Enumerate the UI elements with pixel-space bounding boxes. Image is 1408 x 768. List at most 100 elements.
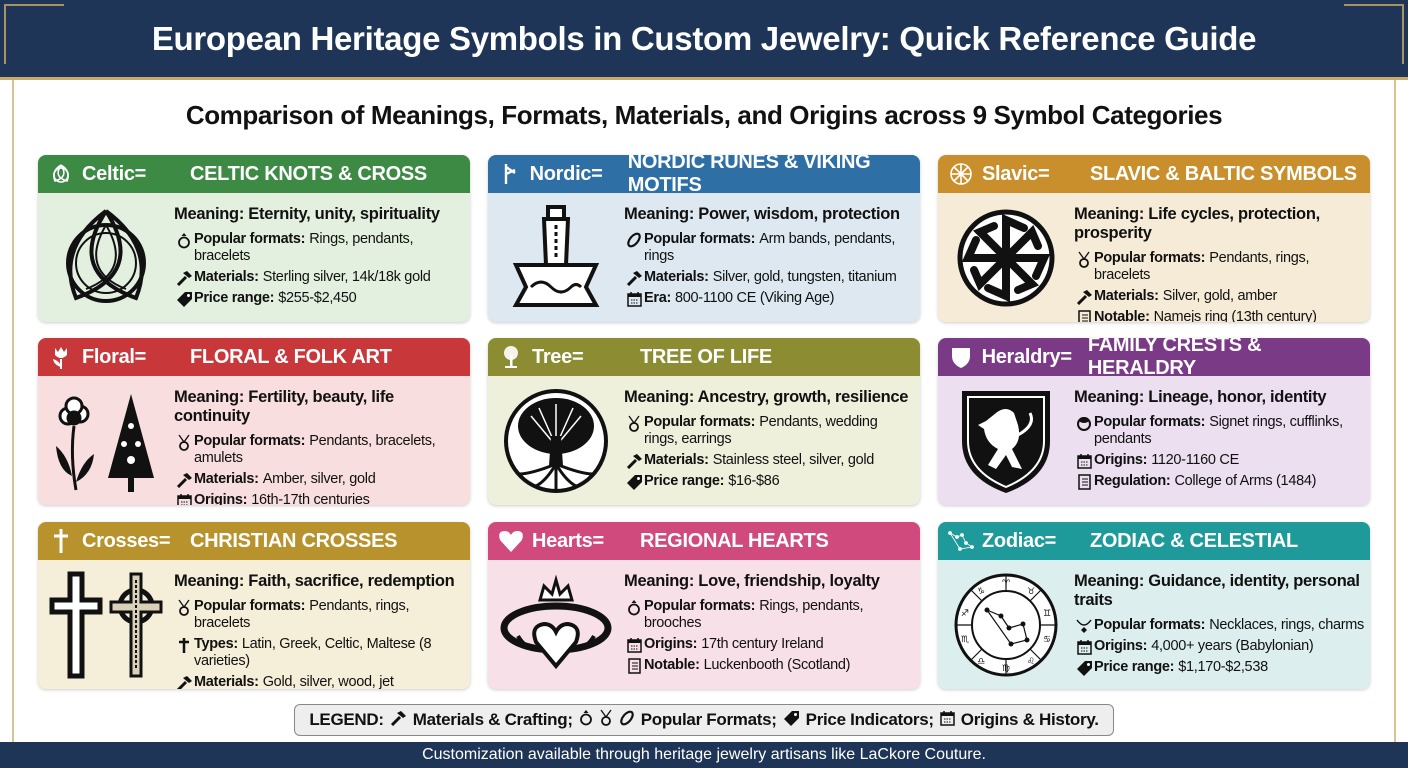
shield-icon: [948, 344, 974, 370]
card-body: Meaning: Fertility, beauty, life continu…: [38, 376, 470, 505]
card-meaning: Meaning: Fertility, beauty, life continu…: [174, 388, 394, 425]
pendant-icon: [599, 709, 613, 731]
card-detail-row: Era:800-1100 CE (Viking Age): [624, 290, 914, 307]
hammer-icon: [174, 269, 194, 286]
card-meaning: Meaning: Eternity, unity, spirituality: [174, 205, 440, 223]
detail-label: Materials:: [194, 269, 259, 285]
card-detail-row: Materials:Stainless steel, silver, gold: [624, 452, 914, 469]
card-header: Nordic= NORDIC RUNES & VIKING MOTIFS: [488, 155, 920, 196]
detail-label: Materials:: [644, 269, 709, 285]
card-detail-row: Price range:$255-$2,450: [174, 290, 464, 307]
heart-icon: [498, 528, 524, 554]
detail-label: Materials:: [1094, 288, 1159, 304]
svg-text:♉: ♉: [1027, 587, 1035, 597]
card-header: Celtic= CELTIC KNOTS & CROSS: [38, 155, 470, 193]
pendant-icon: [624, 414, 644, 448]
card-detail-row: Popular formats:Rings, pendants, bracele…: [174, 231, 464, 265]
detail-label: Era:: [644, 290, 672, 306]
detail-label: Popular formats:: [644, 231, 756, 247]
detail-label: Types:: [194, 636, 238, 652]
ring-icon: [579, 709, 593, 731]
card-detail-row: Popular formats:Pendants, wedding rings,…: [624, 414, 914, 448]
card-detail-row: Materials:Sterling silver, 14k/18k gold: [174, 269, 464, 286]
card-title: FLORAL & FOLK ART: [190, 345, 392, 368]
card-title: CELTIC KNOTS & CROSS: [190, 162, 427, 185]
card-meaning: Meaning: Guidance, identity, personal tr…: [1074, 572, 1360, 609]
tree-of-life-illustration: [496, 386, 616, 496]
kolovrat-illustration: [946, 203, 1066, 313]
detail-label: Popular formats:: [194, 231, 306, 247]
card-title: FAMILY CRESTS & HERALDRY: [1087, 338, 1262, 379]
detail-value: Signet rings, cufflinks, pendants: [1094, 414, 1343, 447]
signet-icon: [1074, 414, 1094, 448]
pendant-icon: [174, 433, 194, 467]
card-meaning: Meaning: Life cycles, protection, prospe…: [1074, 205, 1320, 242]
calendar-icon: [1074, 638, 1094, 655]
card-detail-row: Popular formats:Pendants, bracelets, amu…: [174, 433, 464, 467]
card-detail-row: Materials:Amber, silver, gold: [174, 471, 464, 488]
detail-label: Popular formats:: [1094, 414, 1206, 430]
card-tag: Zodiac=: [982, 529, 1057, 552]
detail-value: Rings, pendants, brooches: [644, 598, 864, 631]
svg-text:♏: ♏: [961, 635, 969, 645]
hammer-icon: [390, 710, 407, 731]
card-header: Heraldry= FAMILY CRESTS & HERALDRY: [938, 338, 1370, 379]
triquetra-icon: [48, 161, 74, 187]
footer-note: Customization available through heritage…: [0, 742, 1408, 768]
detail-label: Origins:: [1094, 638, 1148, 654]
legend: LEGEND: Materials & Crafting; Popular Fo…: [294, 704, 1114, 736]
detail-label: Origins:: [1094, 452, 1148, 468]
detail-value: Rings, pendants, bracelets: [194, 231, 414, 264]
card-meaning: Meaning: Ancestry, growth, resilience: [624, 388, 909, 406]
card-header: Hearts= REGIONAL HEARTS: [488, 522, 920, 560]
detail-value: College of Arms (1484): [1174, 473, 1317, 489]
card-detail-row: Regulation:College of Arms (1484): [1074, 473, 1364, 490]
card-header: Tree= TREE OF LIFE: [488, 338, 920, 376]
card-detail-row: Popular formats:Rings, pendants, brooche…: [624, 598, 914, 632]
cuff-icon: [624, 231, 644, 265]
title-banner: European Heritage Symbols in Custom Jewe…: [0, 0, 1408, 80]
card-detail-row: Origins:17th century Ireland: [624, 636, 914, 653]
card-title: NORDIC RUNES & VIKING MOTIFS: [627, 155, 871, 196]
detail-value: Necklaces, rings, charms: [1209, 617, 1364, 633]
cross-icon: [174, 636, 194, 670]
card-header: Crosses= CHRISTIAN CROSSES: [38, 522, 470, 560]
calendar-icon: [624, 290, 644, 307]
card-detail-row: Types:Latin, Greek, Celtic, Maltese (8 v…: [174, 636, 464, 670]
svg-text:♐: ♐: [961, 609, 969, 619]
card-detail-row: Popular formats:Signet rings, cufflinks,…: [1074, 414, 1364, 448]
svg-text:♑: ♑: [977, 587, 985, 597]
card-title: SLAVIC & BALTIC SYMBOLS: [1090, 162, 1357, 185]
svg-text:♋: ♋: [1043, 635, 1051, 645]
ring-icon: [174, 231, 194, 265]
card-detail-row: Materials:Silver, gold, amber: [1074, 288, 1364, 305]
card-detail-row: Materials:Silver, gold, tungsten, titani…: [624, 269, 914, 286]
detail-value: Latin, Greek, Celtic, Maltese (8 varieti…: [194, 636, 432, 669]
legend-formats: Popular Formats;: [640, 710, 777, 729]
page-title: European Heritage Symbols in Custom Jewe…: [151, 19, 1257, 57]
svg-text:♈: ♈: [1002, 579, 1011, 589]
detail-value: Silver, gold, tungsten, titanium: [712, 269, 897, 285]
card-header: Slavic= SLAVIC & BALTIC SYMBOLS: [938, 155, 1370, 193]
svg-text:♎: ♎: [977, 657, 985, 667]
card-tag: Hearts=: [532, 529, 604, 552]
card-body: ♈♉♊♋♌♍♎♏♐♑ Meaning: Guidance, identity, …: [938, 560, 1370, 689]
card-tag: Tree=: [532, 345, 584, 368]
detail-value: 1120-1160 CE: [1151, 452, 1239, 468]
card-title: TREE OF LIFE: [640, 345, 772, 368]
detail-label: Materials:: [194, 674, 259, 689]
zodiac-wheel-illustration: ♈♉♊♋♌♍♎♏♐♑: [946, 570, 1066, 680]
detail-value: 800-1100 CE (Viking Age): [675, 290, 835, 306]
cross-icon: [48, 528, 74, 554]
detail-value: 17th century Ireland: [701, 636, 824, 652]
scroll-icon: [1074, 473, 1094, 490]
calendar-icon: [174, 492, 194, 505]
card-meaning: Meaning: Faith, sacrifice, redemption: [174, 572, 455, 590]
card-detail-row: Notable:Luckenbooth (Scotland): [624, 657, 914, 674]
card-title: CHRISTIAN CROSSES: [190, 529, 398, 552]
card-tag: Celtic=: [82, 162, 147, 185]
detail-label: Regulation:: [1094, 473, 1171, 489]
